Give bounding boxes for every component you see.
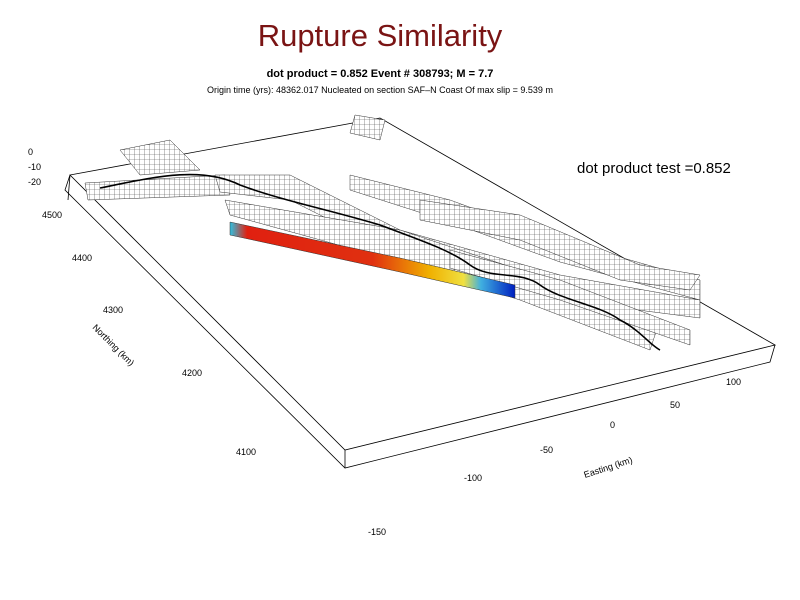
plot-info: Origin time (yrs): 48362.017 Nucleated o… <box>207 85 553 95</box>
x-tick: -150 <box>368 527 386 537</box>
x-tick: -50 <box>540 445 553 455</box>
coastline <box>99 173 661 351</box>
fault-meshes <box>84 114 701 351</box>
z-tick: -10 <box>28 162 41 172</box>
x-axis-label: Easting (km) <box>583 455 634 480</box>
z-tick: 0 <box>28 147 33 157</box>
dot-product-note: dot product test =0.852 <box>577 160 731 177</box>
x-tick: -100 <box>464 473 482 483</box>
northing-axis: 4500 4400 4300 4200 4100 Northing (km) <box>42 210 256 457</box>
easting-axis: -150 -100 -50 0 50 100 Easting (km) <box>368 377 741 537</box>
x-tick: 50 <box>670 400 680 410</box>
rupture-slip-patch <box>229 221 516 299</box>
slide-title: Rupture Similarity <box>257 18 503 53</box>
x-tick: 100 <box>726 377 741 387</box>
plot-box <box>64 117 777 469</box>
y-tick: 4500 <box>42 210 62 220</box>
y-tick: 4400 <box>72 253 92 263</box>
x-tick: 0 <box>610 420 615 430</box>
depth-axis: 0 -10 -20 <box>28 147 41 187</box>
y-axis-label: Northing (km) <box>91 322 137 368</box>
y-tick: 4200 <box>182 368 202 378</box>
z-tick: -20 <box>28 177 41 187</box>
y-tick: 4300 <box>103 305 123 315</box>
plot-subtitle: dot product = 0.852 Event # 308793; M = … <box>266 68 494 80</box>
y-tick: 4100 <box>236 447 256 457</box>
